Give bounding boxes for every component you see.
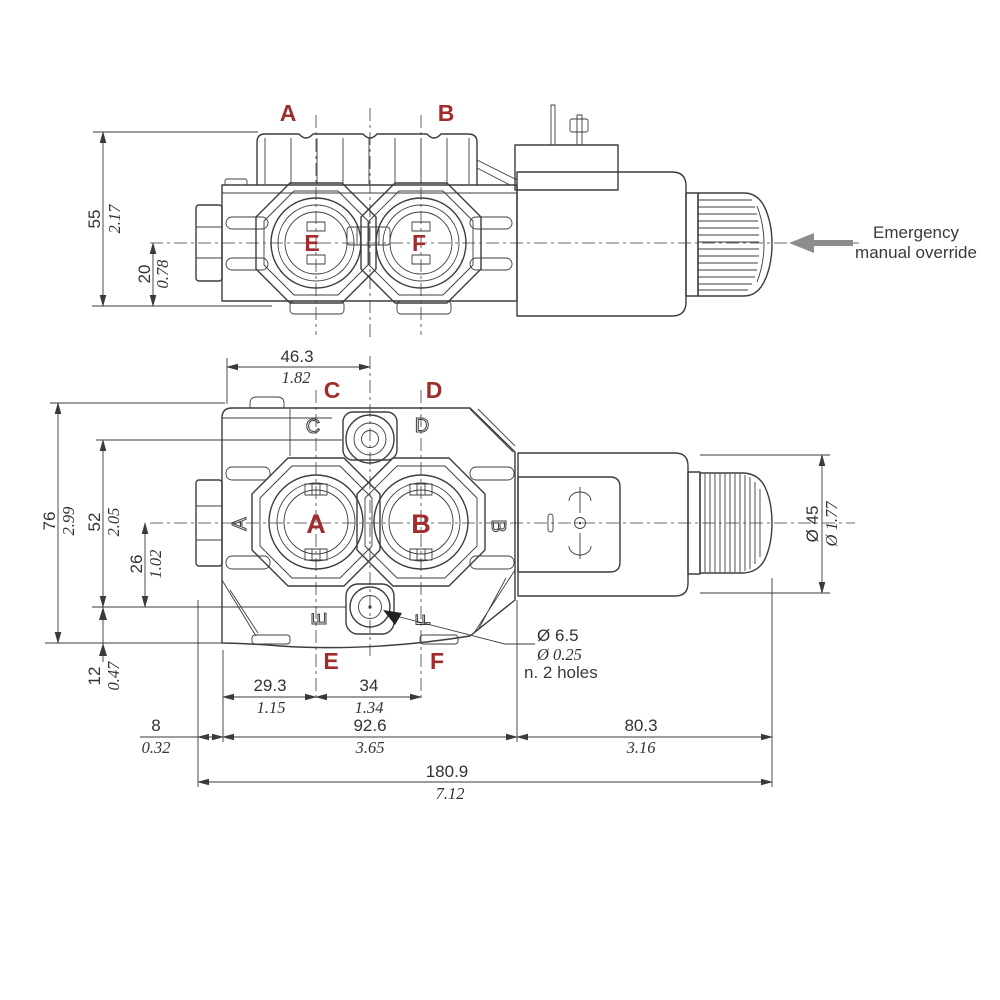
dim-overall-height-in: 2.99 <box>59 507 78 536</box>
dim-overall-height-mm: 76 <box>40 512 59 531</box>
dim-solenoid-length-in: 3.16 <box>626 738 657 757</box>
dim-body-length-in: 3.65 <box>355 738 385 757</box>
dim-center-to-drain-in: 1.02 <box>146 550 165 579</box>
emergency-note-line1: Emergency <box>873 223 959 242</box>
port-label-c: C <box>324 377 341 403</box>
stamped-label-a: A <box>229 517 251 531</box>
dim-height-in: 2.17 <box>105 204 124 234</box>
emergency-annotation: Emergency manual override <box>789 223 977 262</box>
dim-port-spacing-in: 1.34 <box>355 698 384 717</box>
front-view: C D A B <box>40 347 855 803</box>
dim-port-e-offset-mm: 29.3 <box>253 676 286 695</box>
front-view-body: C D A B <box>195 396 516 649</box>
top-view-solenoid <box>514 104 773 317</box>
dim-port-e-offset-in: 1.15 <box>257 698 286 717</box>
dim-12-arrow2 <box>99 607 107 620</box>
dim-mounting-holes-note: n. 2 holes <box>524 663 598 682</box>
port-label-e: E <box>304 230 319 256</box>
dim-mounting-holes-mm: Ø 6.5 <box>537 626 579 645</box>
port-label-e-front: E <box>323 648 338 674</box>
top-view: 55 2.17 20 0.78 A B E F Emergency manual… <box>85 100 977 340</box>
dim-height-mm: 55 <box>85 210 104 229</box>
top-view-body <box>195 133 518 315</box>
top-view-port-labels: A B E F <box>280 100 455 256</box>
dim-overall-length-mm: 180.9 <box>426 762 469 781</box>
front-view-dimensions: 46.3 1.82 76 2.99 52 2.05 26 1.02 12 0.4… <box>40 347 841 803</box>
dim-drain-to-base-in: 0.47 <box>104 661 123 691</box>
dim-boss-spacing-in: 2.05 <box>104 508 123 537</box>
dim-body-length-mm: 92.6 <box>353 716 386 735</box>
dim-knob-diameter-mm: Ø 45 <box>803 506 822 543</box>
dim-solenoid-length-mm: 80.3 <box>624 716 657 735</box>
dim-mounting-holes-in: Ø 0.25 <box>536 645 582 664</box>
dim-knob-diameter-in: Ø 1.77 <box>822 501 841 548</box>
dim-nut-protrusion-in: 0.32 <box>142 738 171 757</box>
port-label-a: A <box>280 100 297 126</box>
port-label-f-front: F <box>430 648 444 674</box>
stamped-label-e: E <box>309 612 331 625</box>
dim-port-center-mm: 20 <box>135 265 154 284</box>
emergency-note-line2: manual override <box>855 243 977 262</box>
port-label-b: B <box>438 100 455 126</box>
top-view-dimensions: 55 2.17 20 0.78 <box>85 131 272 307</box>
dim-port-center-in: 0.78 <box>153 259 172 289</box>
dim-drain-to-base-mm: 12 <box>85 667 104 686</box>
front-view-port-labels: C D A B E F <box>306 377 444 674</box>
dim-center-to-drain-mm: 26 <box>127 555 146 574</box>
dim-12-arrow <box>99 643 107 656</box>
stamped-label-d: D <box>415 415 429 437</box>
front-view-solenoid <box>517 452 773 597</box>
port-label-a-front: A <box>306 509 326 539</box>
dim-top-width-in: 1.82 <box>282 368 311 387</box>
stamped-label-f: F <box>413 614 435 626</box>
dim-nut-protrusion-mm: 8 <box>151 716 160 735</box>
dim-port-spacing-mm: 34 <box>360 676 379 695</box>
dim-boss-spacing-mm: 52 <box>85 513 104 532</box>
stamped-label-b: B <box>487 519 509 532</box>
dim-top-width-mm: 46.3 <box>280 347 313 366</box>
stamped-label-c: C <box>306 416 320 438</box>
holes-leader-arrow <box>383 610 402 625</box>
dim-overall-length-in: 7.12 <box>436 784 465 803</box>
port-label-b-front: B <box>411 509 431 539</box>
emergency-arrow-head <box>789 233 814 253</box>
port-label-d: D <box>426 377 443 403</box>
port-label-f: F <box>412 230 426 256</box>
